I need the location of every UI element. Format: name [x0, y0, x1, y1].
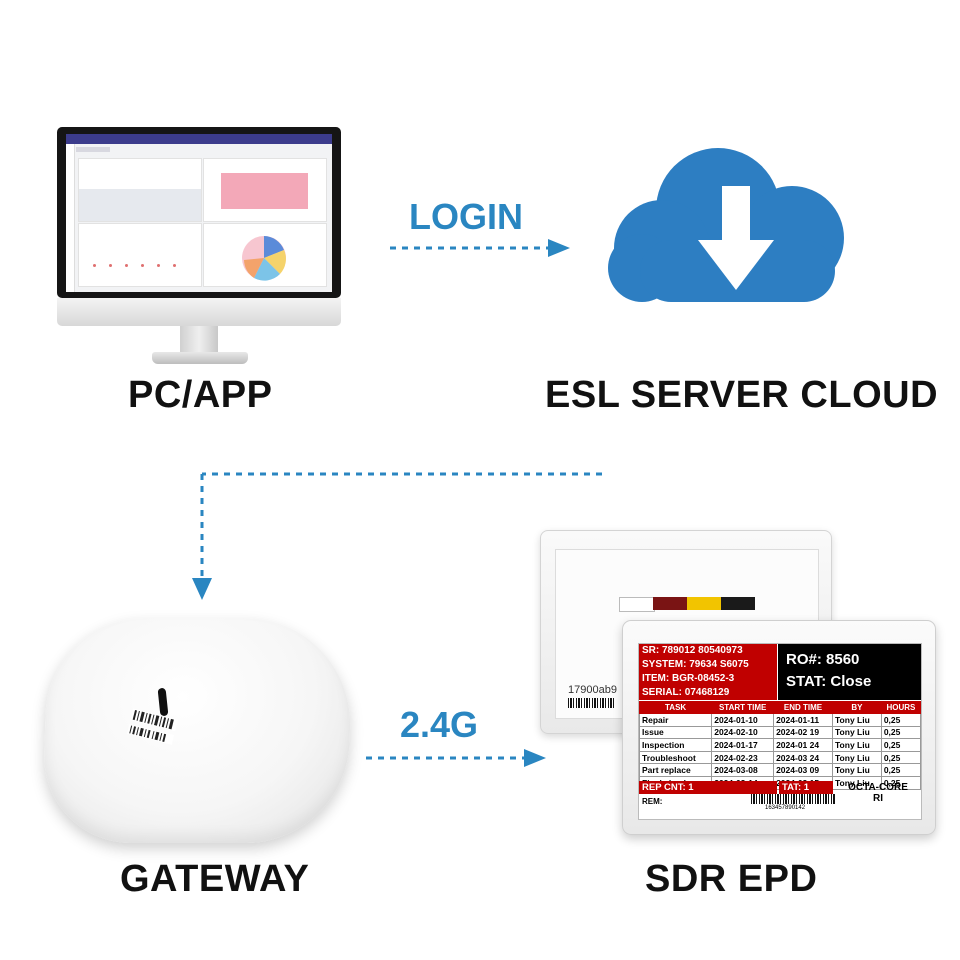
caption-esl-server-cloud: ESL SERVER CLOUD	[545, 374, 939, 416]
table-cell: 0,25	[880, 713, 921, 727]
column-header: TASK	[639, 701, 713, 714]
epd-task-table: TASK START TIME END TIME BY HOURS Repair…	[639, 701, 921, 790]
table-cell: 0,25	[880, 750, 921, 765]
column-header: END TIME	[773, 701, 833, 714]
dashboard-screen	[66, 134, 332, 292]
table-row: Troubleshoot 2024-02-23 2024-03 24 Tony …	[639, 750, 921, 765]
epd-info-serial: SERIAL: 07468129	[639, 686, 777, 700]
color-swatch-white	[619, 597, 655, 612]
epd-core: OCTA-CORE RI	[835, 782, 921, 804]
epd-barcode	[751, 794, 835, 804]
login-label: LOGIN	[409, 196, 523, 237]
epd-back-barcode	[568, 698, 616, 708]
dashboard-toolbar	[76, 147, 110, 152]
epd-barcode-number: 163457890142	[765, 805, 806, 811]
table-cell: 2024-01-10	[711, 713, 775, 727]
color-swatch-red	[653, 597, 687, 610]
caption-gateway: GATEWAY	[120, 858, 310, 900]
table-cell: 2024-03 24	[773, 750, 833, 765]
column-header: BY	[832, 701, 882, 714]
color-swatch-yellow	[687, 597, 721, 610]
epd-info-sr: SR: 789012 80540973	[639, 644, 777, 658]
dashboard-sidebar	[66, 144, 75, 292]
table-cell: 2024-03-08	[711, 763, 775, 777]
dashboard-panel-stats	[78, 158, 202, 222]
table-row: Part replace 2024-03-08 2024-03 09 Tony …	[639, 763, 921, 777]
table-cell: Repair	[639, 713, 713, 727]
dashboard-panel-line	[78, 223, 202, 287]
table-cell: Inspection	[639, 738, 713, 752]
table-cell: Tony Liu	[832, 750, 882, 765]
gateway-barcode	[127, 708, 179, 745]
table-cell: Tony Liu	[832, 713, 882, 727]
table-cell: 2024-02-23	[711, 750, 775, 765]
gateway-device	[41, 618, 354, 843]
cloud-to-gateway-arrow-icon	[192, 472, 602, 600]
table-cell: Tony Liu	[832, 763, 882, 777]
epd-remarks: REM:	[642, 797, 663, 806]
table-header-row: TASK START TIME END TIME BY HOURS	[639, 701, 921, 714]
table-cell: 2024-02 19	[773, 725, 833, 740]
epd-core-line2: RI	[873, 793, 883, 804]
epd-back-id: 17900ab9	[568, 684, 617, 696]
epd-info-item: ITEM: BGR-08452-3	[639, 672, 777, 686]
table-cell: 2024-03 09	[773, 763, 833, 777]
caption-pc-app: PC/APP	[128, 374, 273, 416]
table-row: Repair 2024-01-10 2024-01-11 Tony Liu 0,…	[639, 713, 921, 727]
table-cell: 0,25	[880, 763, 921, 777]
table-cell: 2024-02-10	[711, 725, 775, 740]
table-cell: Tony Liu	[832, 725, 882, 740]
table-cell: 0,25	[880, 775, 921, 790]
dashboard-topbar	[66, 134, 332, 144]
column-header: START TIME	[711, 701, 775, 714]
epd-info-system: SYSTEM: 79634 S6075	[639, 658, 777, 672]
table-cell: Part replace	[639, 763, 713, 777]
epd-ro-box: RO#: 8560 STAT: Close	[778, 644, 921, 700]
caption-sdr-epd: SDR EPD	[645, 858, 818, 900]
table-cell: Issue	[639, 725, 713, 740]
pie-chart-icon	[242, 236, 286, 281]
dashboard-panel-pie	[203, 223, 327, 287]
cloud-download-icon	[608, 148, 844, 302]
epd-ro-number: RO#: 8560	[786, 651, 860, 668]
monitor-stand	[180, 326, 218, 354]
epd-tat: TAT: 1	[779, 781, 833, 794]
epd-rep-count: REP CNT: 1	[639, 781, 777, 794]
gateway-to-epd-arrow-icon	[366, 749, 546, 767]
table-cell: 2024-01 24	[773, 738, 833, 752]
column-header: HOURS	[880, 701, 921, 714]
table-cell: 2024-01-11	[773, 713, 833, 727]
monitor-chin	[57, 298, 341, 326]
table-cell: 0,25	[880, 738, 921, 752]
login-arrow-icon	[390, 239, 570, 257]
monitor-base	[152, 352, 248, 364]
table-row: Issue 2024-02-10 2024-02 19 Tony Liu 0,2…	[639, 725, 921, 740]
table-row: Inspection 2024-01-17 2024-01 24 Tony Li…	[639, 738, 921, 752]
dashboard-panel-bar	[203, 158, 327, 222]
table-cell: 0,25	[880, 725, 921, 740]
table-cell: Tony Liu	[832, 738, 882, 752]
frequency-label: 2.4G	[400, 704, 479, 745]
table-cell: 2024-01-17	[711, 738, 775, 752]
table-cell: Troubleshoot	[639, 750, 713, 765]
epd-core-line1: OCTA-CORE	[848, 782, 908, 793]
epd-front-screen: SR: 789012 80540973 SYSTEM: 79634 S6075 …	[638, 643, 922, 820]
epd-status: STAT: Close	[786, 673, 872, 690]
color-swatch-black	[721, 597, 755, 610]
